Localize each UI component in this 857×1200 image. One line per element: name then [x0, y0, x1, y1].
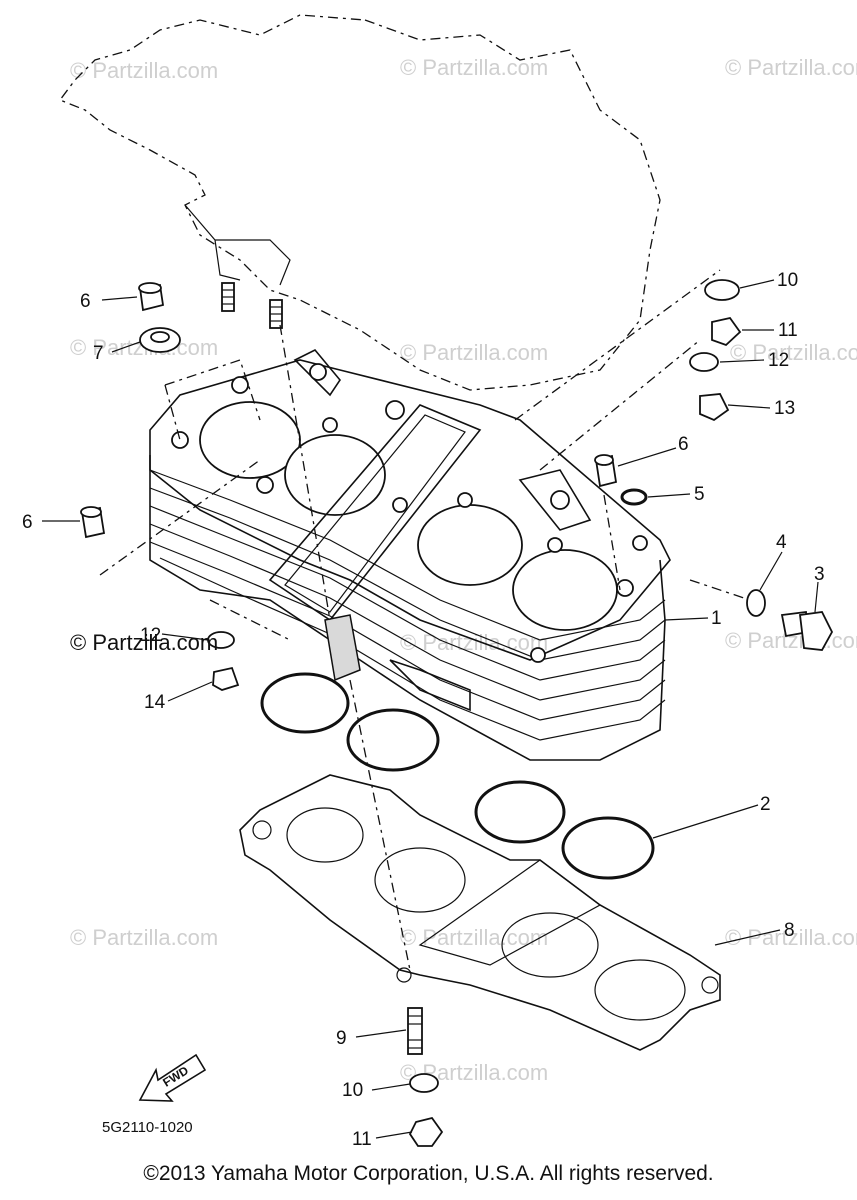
callout-6: 6 — [80, 291, 91, 312]
callout-11: 11 — [352, 1129, 372, 1150]
watermark: © Partzilla.com — [400, 340, 548, 365]
watermark: © Partzilla.com — [725, 55, 857, 80]
watermark: © Partzilla.com — [70, 58, 218, 83]
callout-14: 14 — [144, 692, 166, 713]
callout-6: 6 — [678, 434, 689, 455]
watermark: © Partzilla.com — [70, 925, 218, 950]
callout-8: 8 — [784, 920, 795, 941]
callout-11: 11 — [778, 320, 798, 341]
stud-9 — [407, 1007, 423, 1055]
o-rings — [260, 672, 655, 880]
callout-10: 10 — [777, 270, 798, 291]
callout-leaders — [42, 279, 819, 1139]
washer-10b — [409, 1073, 439, 1093]
stud-pair — [221, 282, 283, 329]
crankcase-flange — [184, 204, 291, 286]
callout-12: 12 — [768, 350, 789, 371]
nut-11a — [711, 316, 742, 347]
o-ring-5 — [620, 488, 648, 506]
callout-labels: 6 7 6 12 14 10 11 12 13 6 5 4 3 1 2 8 9 … — [22, 270, 825, 1150]
callout-13: 13 — [774, 398, 795, 419]
callout-9: 9 — [336, 1028, 347, 1049]
nut-14 — [212, 666, 240, 691]
nut-13 — [699, 393, 730, 422]
cylinder-block — [149, 349, 671, 761]
callout-5: 5 — [694, 484, 705, 505]
callout-2: 2 — [760, 794, 771, 815]
dowel-pin-6a — [138, 282, 165, 312]
callout-10: 10 — [342, 1080, 363, 1101]
forward-arrow: FWD — [138, 1053, 207, 1102]
watermark: © Partzilla.com — [400, 55, 548, 80]
base-gasket — [239, 774, 721, 1051]
nut-11b — [408, 1116, 444, 1147]
copyright-notice: ©2013 Yamaha Motor Corporation, U.S.A. A… — [143, 1162, 714, 1185]
callout-12: 12 — [140, 625, 161, 646]
dowel-pin-6b — [80, 506, 106, 539]
callout-4: 4 — [776, 532, 787, 553]
callout-6: 6 — [22, 512, 33, 533]
callout-1: 1 — [711, 608, 722, 629]
dowel-pin-6c — [594, 454, 618, 488]
washer-12b — [689, 352, 719, 372]
bolt-3 — [780, 610, 834, 651]
callout-7: 7 — [93, 343, 104, 364]
callout-3: 3 — [814, 564, 825, 585]
washer-10a — [704, 279, 740, 301]
washer-4 — [746, 589, 766, 617]
assembly-lines — [99, 269, 751, 971]
forward-label: FWD — [160, 1063, 191, 1090]
diagram-code: 5G2110-1020 — [102, 1119, 193, 1136]
watermark-prominent: © Partzilla.com — [70, 630, 218, 655]
crankcase-outline — [58, 14, 661, 391]
washer-7 — [139, 327, 181, 353]
